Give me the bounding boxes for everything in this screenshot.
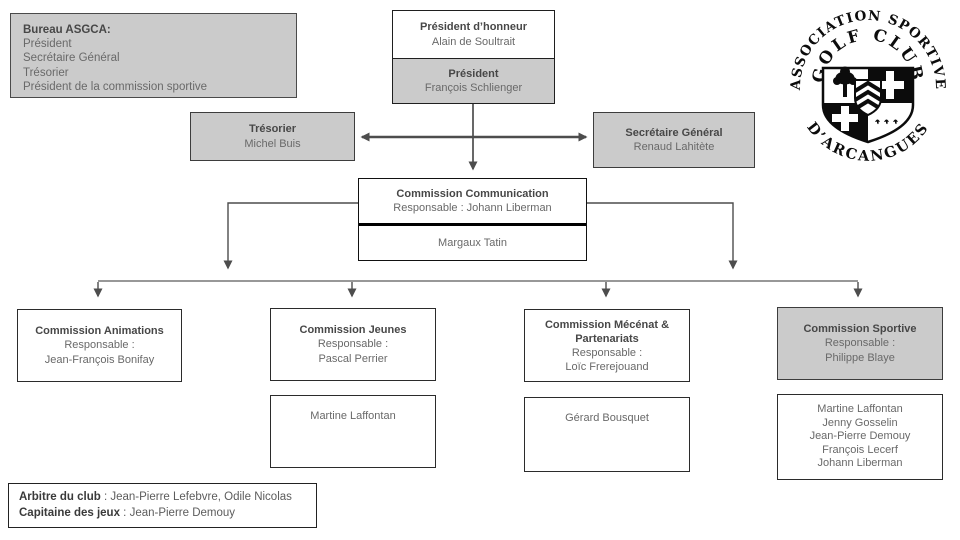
arbitre-line: Arbitre du club : Jean-Pierre Lefebvre, … — [19, 490, 306, 506]
commission-sportive-title: Commission Sportive — [803, 322, 917, 335]
secretaire-general-box: Secrétaire Général Renaud Lahitète — [593, 112, 755, 168]
communication-box: Commission Communication Responsable : J… — [359, 179, 586, 223]
sportive-members-box: Martine Laffontan Jenny Gosselin Jean-Pi… — [777, 394, 943, 480]
communication-stack: Commission Communication Responsable : J… — [358, 178, 587, 261]
commission-jeunes-box: Commission Jeunes Responsable : Pascal P… — [270, 308, 436, 381]
commission-sportive-resp-label: Responsable : — [824, 337, 896, 350]
tresorier-name: Michel Buis — [244, 137, 301, 150]
president-name: François Schlienger — [424, 82, 523, 94]
crest-shield — [821, 66, 915, 144]
secretaire-general-name: Renaud Lahitète — [633, 141, 715, 153]
commission-jeunes-resp-label: Responsable : — [317, 338, 389, 351]
inner-shield-chevrons — [854, 79, 882, 117]
communication-responsable: Responsable : Johann Liberman — [393, 202, 552, 214]
commission-mecenat-resp-name: Loïc Frerejouand — [565, 360, 649, 373]
president-title: Président — [448, 67, 499, 80]
commission-animations-title: Commission Animations — [35, 324, 164, 337]
commission-animations-resp-label: Responsable : — [64, 339, 135, 352]
jeunes-members: Martine Laffontan — [310, 410, 396, 422]
connector-communication-right — [587, 202, 738, 270]
secretaire-general-title: Secrétaire Général — [625, 126, 723, 139]
communication-member: Margaux Tatin — [438, 236, 507, 249]
jeunes-members-box: Martine Laffontan — [270, 395, 436, 468]
commission-sportive-box: Commission Sportive Responsable : Philip… — [777, 307, 943, 380]
bureau-title: Bureau ASGCA: — [23, 24, 111, 36]
commission-sportive-resp-name: Philippe Blaye — [825, 351, 895, 364]
presidency-stack: Président d’honneur Alain de Soultrait P… — [392, 10, 555, 104]
capitaine-label: Capitaine des jeux — [19, 506, 120, 519]
connector-communication-left — [223, 202, 358, 270]
commission-mecenat-resp-label: Responsable : — [571, 346, 643, 359]
commission-animations-resp-name: Jean-François Bonifay — [44, 353, 155, 366]
commission-jeunes-resp-name: Pascal Perrier — [318, 352, 388, 365]
mecenat-members-box: Gérard Bousquet — [524, 397, 690, 472]
sportive-members: Martine Laffontan Jenny Gosselin Jean-Pi… — [809, 403, 911, 470]
bureau-items: Président Secrétaire Général Trésorier P… — [23, 38, 208, 93]
arbitre-label: Arbitre du club — [19, 491, 101, 503]
capitaine-line: Capitaine des jeux : Jean-Pierre Demouy — [19, 506, 306, 522]
bureau-asgca-box: Bureau ASGCA: Président Secrétaire Génér… — [10, 13, 297, 98]
tree-emblem — [833, 66, 857, 97]
club-officials-box: Arbitre du club : Jean-Pierre Lefebvre, … — [8, 483, 317, 528]
communication-title: Commission Communication — [396, 187, 549, 200]
president-honneur-name: Alain de Soultrait — [431, 35, 516, 48]
arbitre-value: : Jean-Pierre Lefebvre, Odile Nicolas — [100, 491, 292, 503]
president-box: Président François Schlienger — [393, 58, 554, 103]
commission-animations-box: Commission Animations Responsable : Jean… — [17, 309, 182, 382]
tresorier-box: Trésorier Michel Buis — [190, 112, 355, 161]
commission-mecenat-box: Commission Mécénat & Partenariats Respon… — [524, 309, 690, 382]
tresorier-title: Trésorier — [248, 123, 297, 135]
communication-member-box: Margaux Tatin — [359, 223, 586, 260]
club-logo: ASSOCIATION SPORTIVE GOLF CLUB D’ARCANGU… — [788, 10, 947, 165]
commission-mecenat-title: Commission Mécénat & Partenariats — [544, 318, 670, 345]
martlets-emblem — [875, 119, 898, 125]
cross-bottom-left-quarter — [823, 103, 868, 142]
commission-jeunes-title: Commission Jeunes — [299, 323, 407, 336]
president-honneur-box: Président d’honneur Alain de Soultrait — [393, 11, 554, 58]
president-honneur-title: Président d’honneur — [420, 21, 527, 33]
capitaine-value: : Jean-Pierre Demouy — [119, 506, 236, 519]
mecenat-members: Gérard Bousquet — [565, 412, 649, 424]
